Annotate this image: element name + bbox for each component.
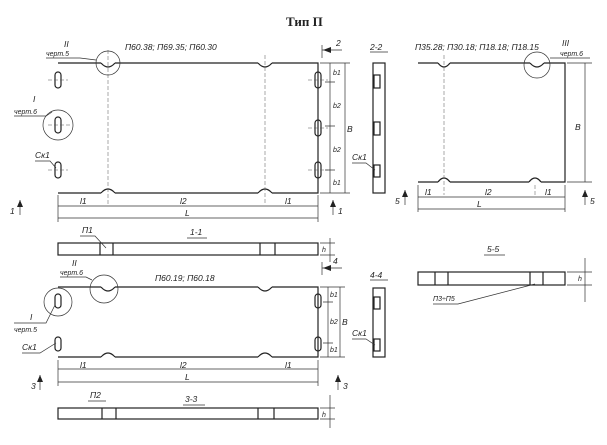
section-3-3: 3-3 П2 h [57, 390, 335, 428]
dim-l2: l2 [180, 196, 187, 206]
detail-iii-circle [523, 51, 551, 79]
dim-h: h [322, 412, 326, 419]
section-4-4: 4-4 Ск1 [352, 270, 388, 358]
dim-b1: b1 [330, 292, 338, 299]
part-label: П2 [90, 390, 101, 400]
detail-i-label: I [30, 312, 33, 322]
dim-b1: b1 [333, 180, 341, 187]
dim-h: h [322, 247, 326, 254]
dim-B: B [342, 317, 348, 327]
dim-l1: l1 [425, 187, 432, 197]
dim-l1: l1 [285, 360, 292, 370]
section-label: 2-2 [369, 42, 383, 52]
slab-marks-label: П60.19; П60.18 [155, 273, 215, 283]
section-mark-1: 1 [338, 206, 343, 216]
slab-view-c: П35.28; П30.18; П18.18; П18.15 III черт.… [395, 38, 595, 212]
detail-iii-label: III [562, 38, 570, 48]
section-2-2: 2-2 Ск1 [352, 42, 388, 194]
slab-marks-label: П35.28; П30.18; П18.18; П18.15 [415, 42, 539, 52]
slab-outline [58, 62, 319, 194]
dim-l1: l1 [80, 360, 87, 370]
side-openings [54, 71, 322, 179]
notches [100, 62, 273, 194]
part-label: П3÷П5 [433, 296, 455, 303]
dim-l1: l1 [285, 196, 292, 206]
slab-view-a: II черт.5 I черт.6 Ск1 П60.38; П69.35; П… [10, 38, 353, 222]
section-mark-3: 3 [343, 381, 348, 391]
detail-iii-ref: черт.6 [560, 51, 583, 58]
part-label: П1 [82, 225, 93, 235]
ck1-label: Ск1 [352, 152, 367, 162]
section-label: 4-4 [370, 270, 383, 280]
detail-i-label: I [33, 94, 36, 104]
dim-l2: l2 [485, 187, 492, 197]
dim-L: L [185, 372, 190, 382]
detail-i-circle [42, 109, 74, 141]
detail-i-circle [43, 287, 73, 317]
slab-marks-label: П60.38; П69.35; П60.30 [125, 42, 217, 52]
section-mark-3: 3 [31, 381, 36, 391]
dim-b2: b2 [333, 103, 341, 110]
ck1-label: Ск1 [352, 328, 367, 338]
dim-L: L [185, 208, 190, 218]
detail-i-ref: черт.5 [14, 327, 37, 334]
section-1-1: 1-1 П1 h [57, 225, 335, 262]
dim-b1: b1 [330, 347, 338, 354]
dim-B: B [347, 124, 353, 134]
detail-ii-ref: черт.6 [60, 270, 83, 277]
dim-l1: l1 [545, 187, 552, 197]
dim-B: B [575, 122, 581, 132]
detail-ii-label: II [72, 258, 77, 268]
section-5-5: 5-5 П3÷П5 h [417, 244, 592, 305]
drawing-title: Тип П [286, 14, 323, 29]
detail-ii-circle [89, 274, 119, 304]
dim-b2: b2 [330, 319, 338, 326]
section-mark-5: 5 [590, 196, 595, 206]
slab-view-b: II черт.6 I черт.5 Ск1 П60.19; П60.18 l1… [14, 256, 348, 391]
detail-i-ref: черт.6 [14, 109, 37, 116]
detail-ii-label: II [64, 39, 69, 49]
section-label: 1-1 [190, 227, 203, 237]
dim-l1: l1 [80, 196, 87, 206]
section-label: 5-5 [487, 244, 500, 254]
section-mark-5: 5 [395, 196, 400, 206]
section-label: 3-3 [185, 394, 198, 404]
section-mark-4: 4 [333, 256, 338, 266]
dim-l2: l2 [180, 360, 187, 370]
detail-ii-ref: черт.5 [46, 51, 69, 58]
ck1-label: Ск1 [35, 150, 50, 160]
ck1-label: Ск1 [22, 342, 37, 352]
dim-b2: b2 [333, 147, 341, 154]
dim-L: L [477, 199, 482, 209]
section-mark-1: 1 [10, 206, 15, 216]
dim-h: h [578, 276, 582, 283]
dim-b1: b1 [333, 70, 341, 77]
section-mark-2: 2 [335, 38, 341, 48]
